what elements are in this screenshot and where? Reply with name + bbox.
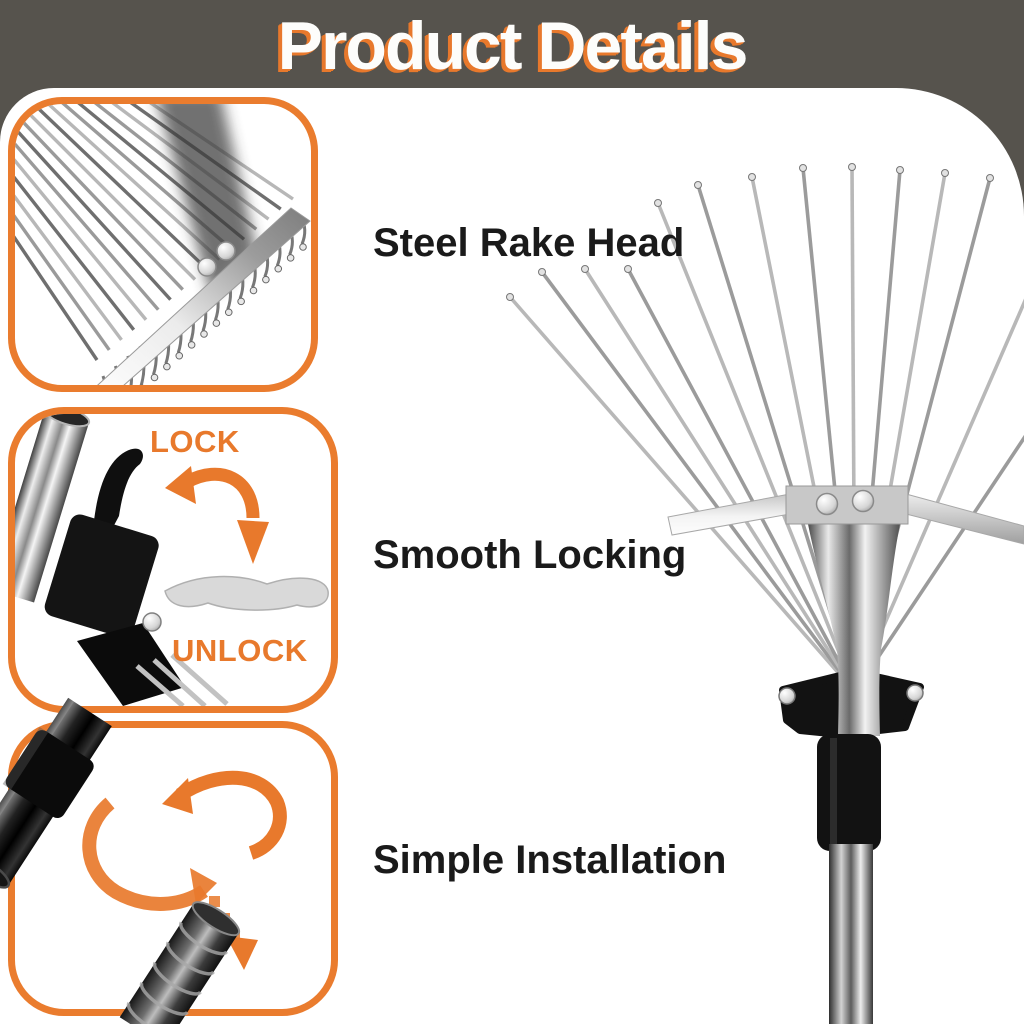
curved-arrow-icon — [165, 466, 269, 564]
rotate-arrow-icon — [82, 797, 217, 911]
head-bar — [97, 207, 311, 385]
rake-neck — [808, 524, 900, 736]
handle-tube — [0, 697, 112, 889]
feature-label-installation: Simple Installation — [373, 838, 727, 882]
clamp-body — [44, 514, 159, 638]
feature-label-locking: Smooth Locking — [373, 533, 687, 577]
main-rake-photo — [506, 163, 1024, 1024]
rake-head-photo — [15, 104, 311, 385]
rotate-arrow-front — [162, 770, 287, 860]
lock-mechanism-photo — [15, 414, 329, 706]
locking-callout — [8, 407, 338, 713]
handle-grip — [817, 734, 881, 851]
crossbar-plate — [785, 485, 909, 525]
threaded-pole-end — [119, 901, 241, 1024]
rake-head-callout — [8, 97, 318, 392]
unlock-label: UNLOCK — [172, 633, 308, 668]
pivot-screw — [142, 612, 162, 632]
feature-label-rake-head: Steel Rake Head — [373, 221, 685, 265]
unlock-lever-silver — [164, 575, 329, 611]
handle-pole — [829, 844, 873, 1024]
lock-lever-black — [93, 448, 143, 546]
lock-label: LOCK — [150, 424, 240, 459]
chrome-pole — [15, 414, 91, 603]
rake-stub-stripes — [135, 653, 229, 706]
page-title: Product Details — [277, 8, 749, 84]
installation-photo — [0, 697, 287, 1024]
